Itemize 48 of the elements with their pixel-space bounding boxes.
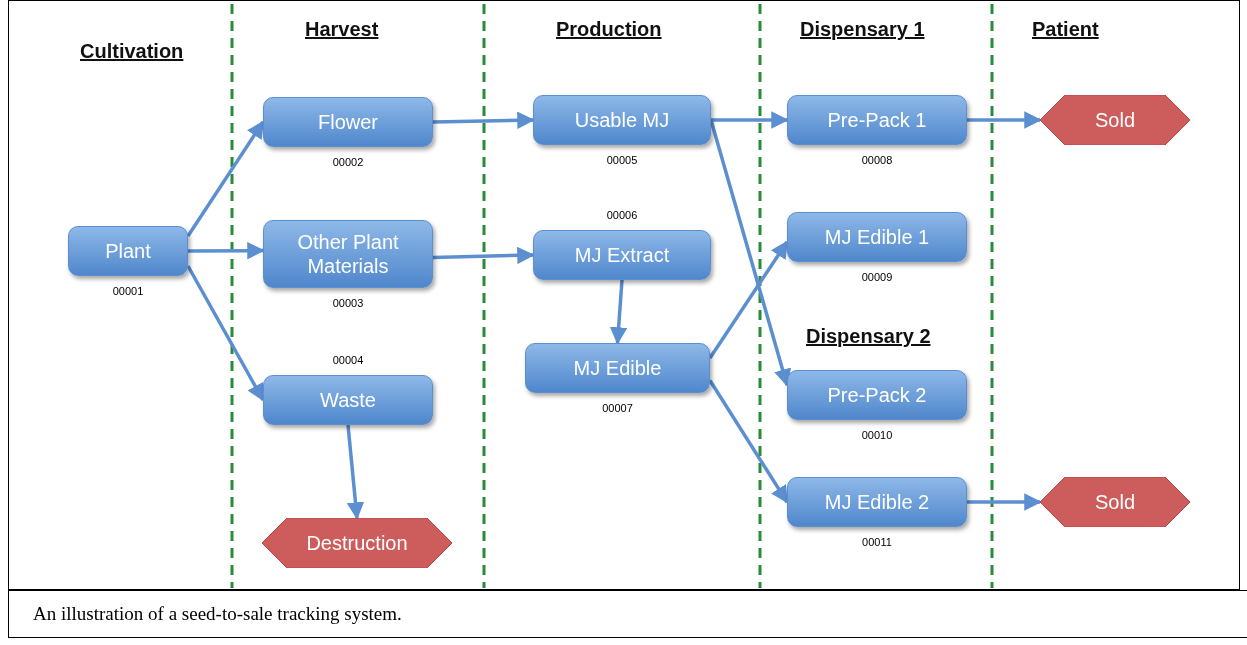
node-label: Flower <box>317 110 379 134</box>
terminal-hexagon <box>262 518 452 568</box>
column-heading: Patient <box>1032 18 1099 41</box>
node-label: Plant <box>104 239 152 263</box>
id-number: 00003 <box>331 297 365 309</box>
id-number: 00004 <box>331 354 365 366</box>
id-number: 00007 <box>601 402 634 414</box>
arrow <box>432 111 535 130</box>
arrow <box>432 246 535 265</box>
column-heading: Dispensary 2 <box>806 325 931 348</box>
arrow <box>967 111 1042 129</box>
node-label: MJ Extract <box>573 243 671 267</box>
node-label: Sold <box>1094 108 1136 132</box>
node-label: MJ Edible 2 <box>823 490 931 514</box>
node-label: Waste <box>319 388 377 412</box>
node-label: Other Plant Materials <box>296 230 400 278</box>
arrow <box>188 241 265 260</box>
terminal-hexagon <box>1040 95 1190 145</box>
node-label: Usable MJ <box>573 108 671 132</box>
arrow <box>708 379 789 504</box>
terminal-hexagon <box>1040 477 1190 527</box>
column-heading: Production <box>556 18 662 41</box>
arrow <box>967 493 1042 511</box>
caption: An illustration of a seed-to-sale tracking system. <box>33 603 402 625</box>
node-label: Sold <box>1094 490 1136 514</box>
node-label: MJ Edible <box>572 356 663 380</box>
column-heading: Dispensary 1 <box>800 18 925 41</box>
id-number: 00002 <box>331 156 365 168</box>
column-heading: Cultivation <box>80 40 184 63</box>
id-number: 00008 <box>860 154 894 166</box>
arrow <box>186 265 265 402</box>
node-label: Pre-Pack 1 <box>826 108 928 132</box>
arrow <box>708 240 789 359</box>
id-number: 00001 <box>111 285 145 297</box>
id-number: 00006 <box>605 209 639 221</box>
id-number: 00010 <box>860 429 894 441</box>
node-label: MJ Edible 1 <box>823 225 931 249</box>
arrow <box>711 111 789 129</box>
id-number: 00009 <box>860 271 894 283</box>
id-number: 00005 <box>605 154 639 166</box>
arrow <box>609 279 628 345</box>
arrow <box>709 119 792 387</box>
arrow <box>346 424 365 520</box>
id-number: 00011 <box>861 536 893 548</box>
node-label: Destruction <box>305 531 409 555</box>
node-label: Pre-Pack 2 <box>826 383 928 407</box>
column-heading: Harvest <box>305 18 379 41</box>
arrow <box>186 120 265 237</box>
